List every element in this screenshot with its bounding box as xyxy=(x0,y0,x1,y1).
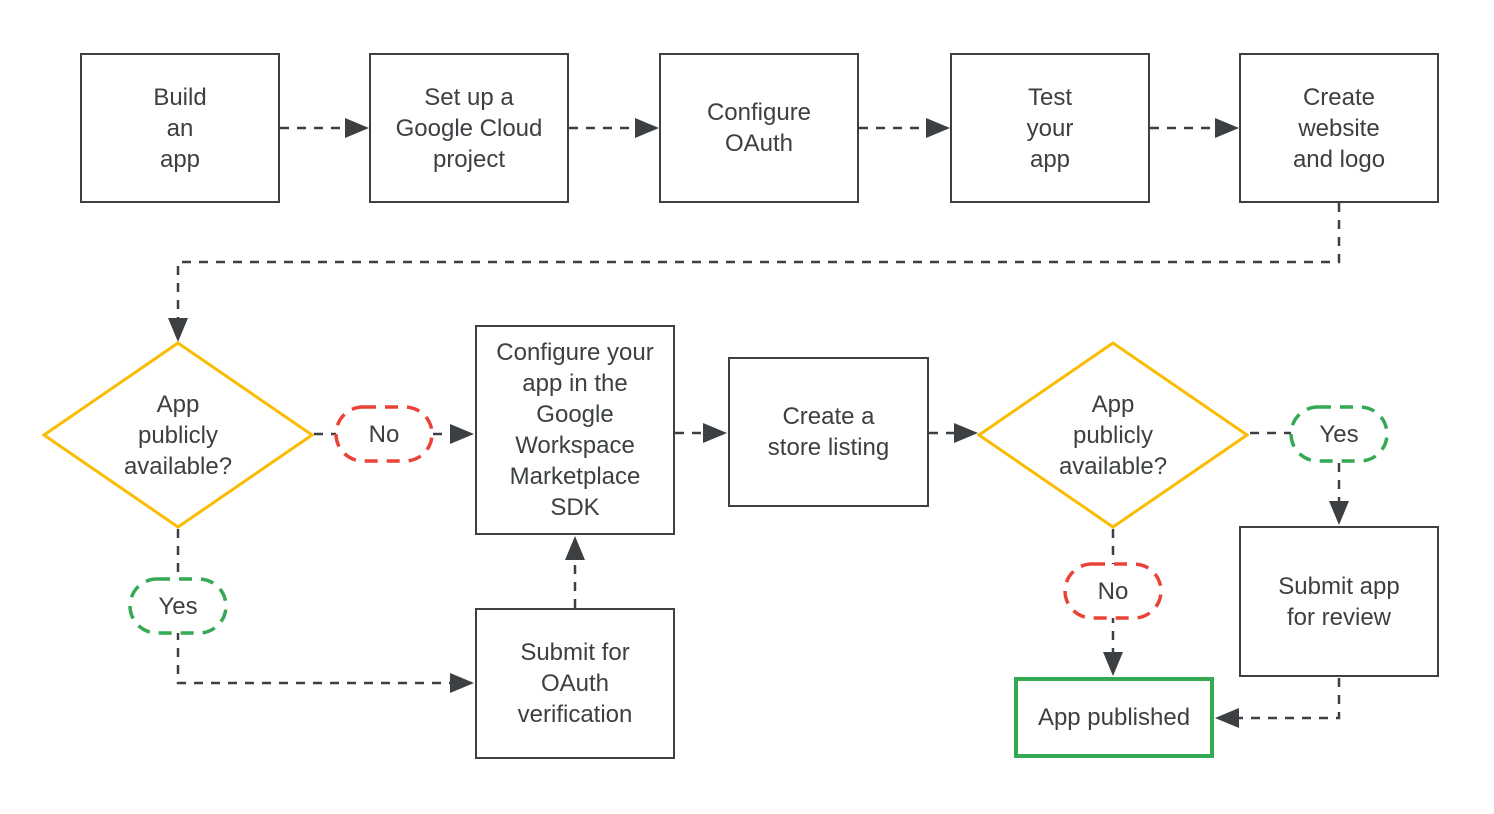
node-decision-left: App publicly available? xyxy=(42,341,314,529)
oval-shape-icon xyxy=(128,577,228,635)
node-configure-sdk-label: Configure your app in the Google Workspa… xyxy=(496,339,654,521)
node-no-left-label: No xyxy=(368,420,400,448)
edge-review-to-published xyxy=(1215,678,1341,728)
node-no-left: No xyxy=(334,405,434,463)
node-no-bottom-label: No xyxy=(1097,577,1129,605)
node-test-app-label: Test your app xyxy=(1026,83,1074,173)
node-setup-gcp-label: Set up a Google Cloud project xyxy=(395,83,543,173)
node-test-app: Test your app xyxy=(950,53,1150,203)
node-setup-gcp: Set up a Google Cloud project xyxy=(369,53,569,203)
edge-website-to-decision-left xyxy=(168,203,1341,342)
node-decision-right-label: App publicly available? xyxy=(1058,390,1168,480)
node-yes-right-label: Yes xyxy=(1319,420,1359,448)
node-create-website: Create website and logo xyxy=(1239,53,1439,203)
node-build-app-label: Build an app xyxy=(153,83,207,173)
diamond-shape-icon xyxy=(42,341,314,529)
oval-shape-icon xyxy=(1063,562,1163,620)
node-yes-left: Yes xyxy=(128,577,228,635)
node-submit-oauth-label: Submit for OAuth verification xyxy=(517,639,633,728)
node-store-listing-label: Create a store listing xyxy=(767,403,890,461)
node-configure-oauth-label: Configure OAuth xyxy=(706,99,812,157)
oval-shape-icon xyxy=(334,405,434,463)
oval-shape-icon xyxy=(1289,405,1389,463)
node-store-listing: Create a store listing xyxy=(728,357,929,507)
node-decision-right: App publicly available? xyxy=(977,341,1249,529)
node-decision-left-label: App publicly available? xyxy=(123,390,233,480)
node-app-published: App published xyxy=(1014,677,1214,758)
node-yes-left-label: Yes xyxy=(158,592,198,620)
node-build-app: Build an app xyxy=(80,53,280,203)
node-submit-oauth: Submit for OAuth verification xyxy=(475,608,675,759)
node-create-website-label: Create website and logo xyxy=(1292,83,1386,173)
node-app-published-label: App published xyxy=(1037,704,1191,731)
diamond-shape-icon xyxy=(977,341,1249,529)
node-configure-oauth: Configure OAuth xyxy=(659,53,859,203)
node-yes-right: Yes xyxy=(1289,405,1389,463)
node-submit-review-label: Submit app for review xyxy=(1278,572,1400,631)
node-configure-sdk: Configure your app in the Google Workspa… xyxy=(475,325,675,535)
node-no-bottom: No xyxy=(1063,562,1163,620)
node-submit-review: Submit app for review xyxy=(1239,526,1439,677)
